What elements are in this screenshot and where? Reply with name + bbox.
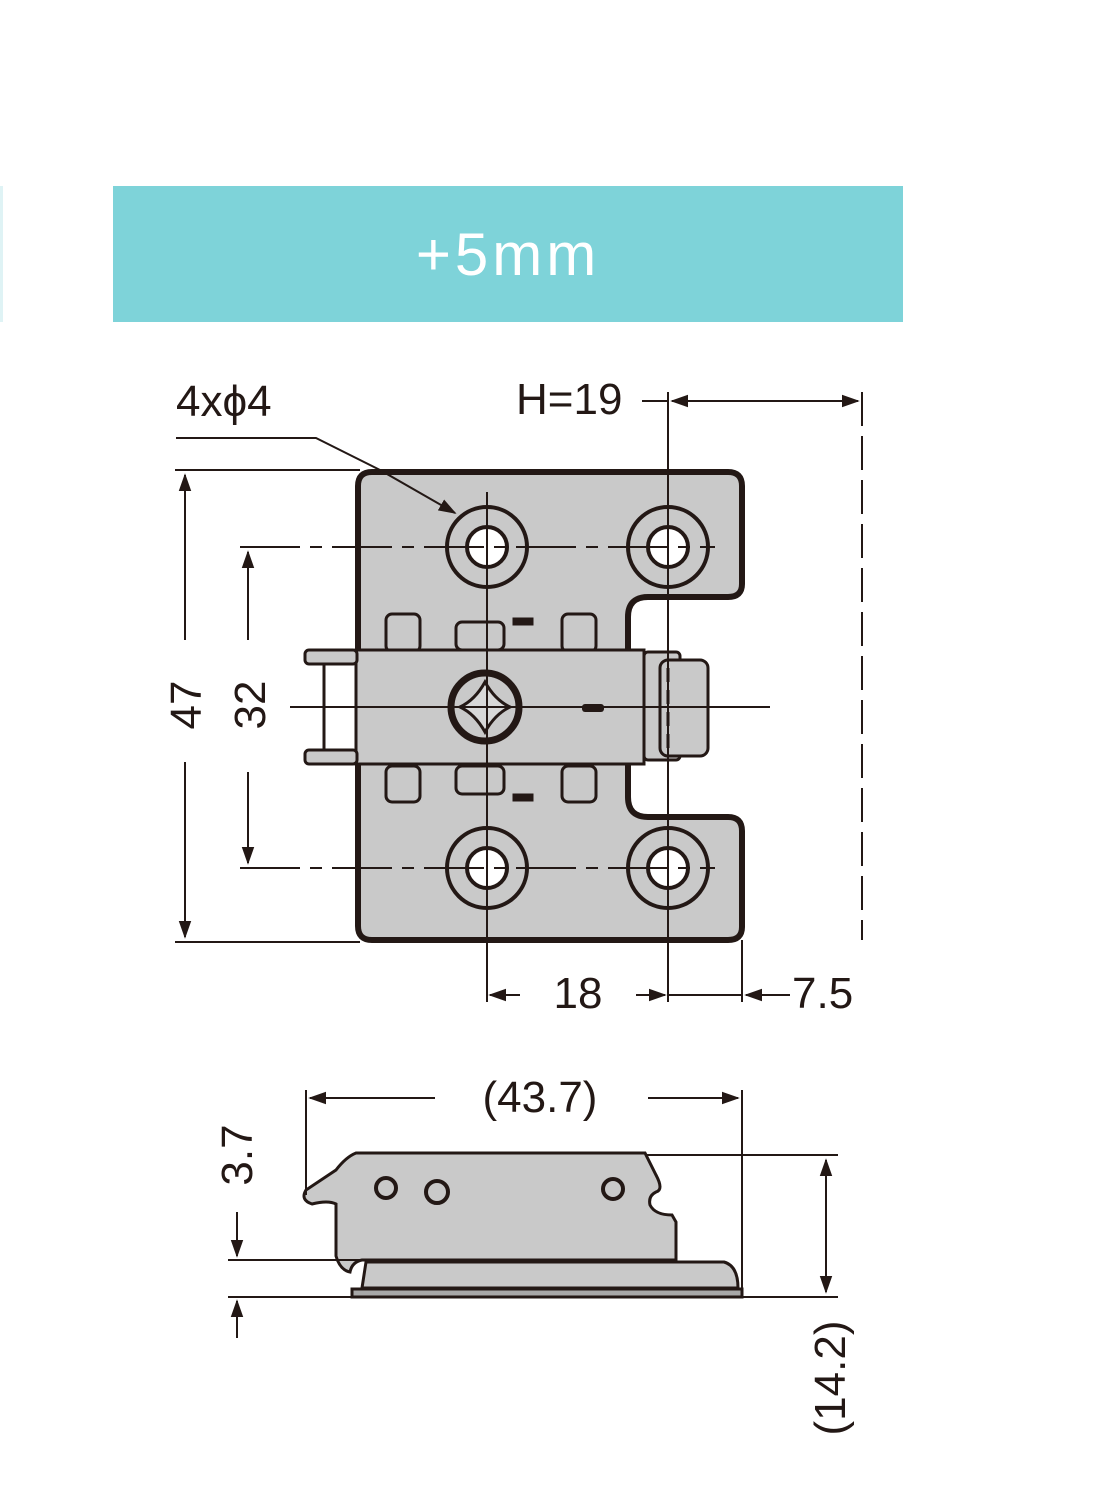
dim-overall-length-label: (43.7) [483,1073,598,1122]
base-plate-top [360,1260,740,1290]
banner-label: +5mm [415,220,601,288]
offset-banner: +5mm [113,186,903,322]
dimension-3.7 [228,1212,360,1338]
base-plate [350,1287,744,1299]
dim-hole-spacing-vertical-label: 32 [226,681,275,730]
dimension-47 [175,469,360,943]
dim-overall-height-side-label: (14.2) [806,1321,855,1436]
side-body-outline [302,1151,678,1274]
hole-callout-label: 4xϕ4 [176,377,272,426]
side-view: (43.7) 3.7 (14.2) [213,1073,855,1435]
dimension-18-7.5 [488,940,790,1002]
dim-edge-offset-label: 7.5 [792,969,853,1018]
height-h-label: H=19 [516,375,622,424]
dim-base-thickness-label: 3.7 [213,1124,262,1185]
side-holes [374,1176,625,1205]
dimension-43.7 [305,1090,743,1290]
plate-tabs [384,612,598,804]
adjacent-panel-edge [0,186,3,322]
dim-hole-spacing-horizontal-label: 18 [554,969,603,1018]
dim-overall-height-label: 47 [162,681,211,730]
center-lines [240,392,863,1002]
dimension-14.2 [646,1154,838,1298]
top-view: 47 32 4xϕ4 H=19 18 7.5 [162,375,863,1018]
hole-callout-leader [176,437,457,514]
